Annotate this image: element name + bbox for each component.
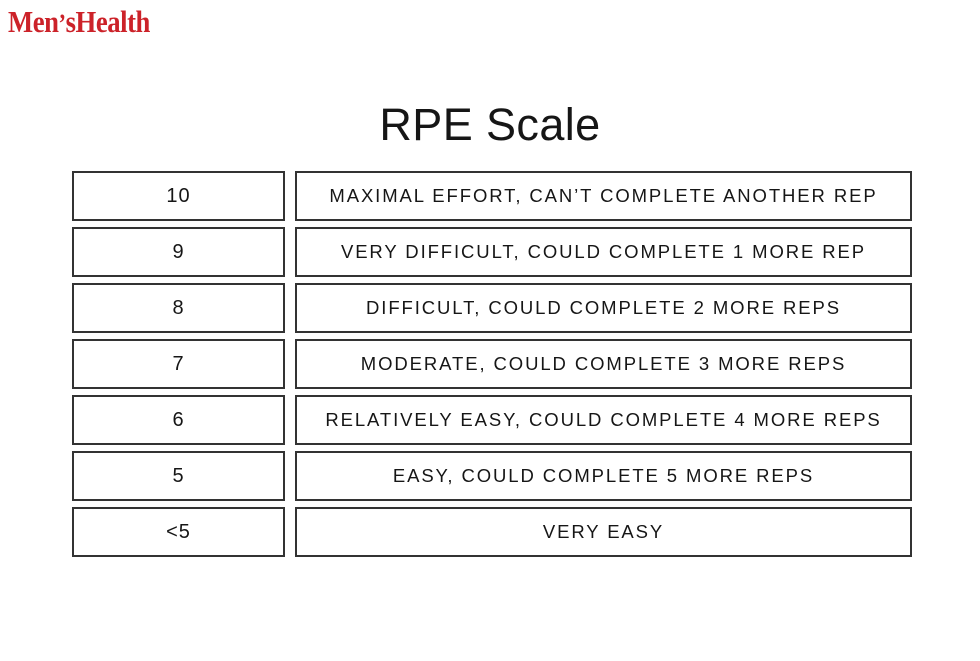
rpe-level-cell: 9 — [72, 227, 285, 277]
table-row: 7 MODERATE, COULD COMPLETE 3 MORE REPS — [72, 339, 912, 389]
column-gap — [285, 507, 295, 557]
rpe-level-cell: 5 — [72, 451, 285, 501]
table-row: 10 MAXIMAL EFFORT, CAN’T COMPLETE ANOTHE… — [72, 171, 912, 221]
rpe-level-cell: 10 — [72, 171, 285, 221]
rpe-scale-table: 10 MAXIMAL EFFORT, CAN’T COMPLETE ANOTHE… — [72, 171, 912, 557]
rpe-level-cell: 6 — [72, 395, 285, 445]
mens-health-logo: Men’sHealth — [8, 6, 150, 37]
brand-apostrophe: ’ — [58, 9, 66, 38]
rpe-level-cell: 8 — [72, 283, 285, 333]
table-row: 6 RELATIVELY EASY, COULD COMPLETE 4 MORE… — [72, 395, 912, 445]
column-gap — [285, 227, 295, 277]
rpe-description-cell: MAXIMAL EFFORT, CAN’T COMPLETE ANOTHER R… — [295, 171, 912, 221]
column-gap — [285, 283, 295, 333]
brand-name-part1: Men — [8, 4, 59, 39]
brand-name-part2: sHealth — [65, 4, 151, 39]
rpe-level-cell: 7 — [72, 339, 285, 389]
column-gap — [285, 395, 295, 445]
table-row: 8 DIFFICULT, COULD COMPLETE 2 MORE REPS — [72, 283, 912, 333]
rpe-description-cell: EASY, COULD COMPLETE 5 MORE REPS — [295, 451, 912, 501]
rpe-description-cell: DIFFICULT, COULD COMPLETE 2 MORE REPS — [295, 283, 912, 333]
table-row: 9 VERY DIFFICULT, COULD COMPLETE 1 MORE … — [72, 227, 912, 277]
column-gap — [285, 339, 295, 389]
table-row: <5 VERY EASY — [72, 507, 912, 557]
column-gap — [285, 451, 295, 501]
table-row: 5 EASY, COULD COMPLETE 5 MORE REPS — [72, 451, 912, 501]
rpe-description-cell: VERY EASY — [295, 507, 912, 557]
column-gap — [285, 171, 295, 221]
rpe-description-cell: RELATIVELY EASY, COULD COMPLETE 4 MORE R… — [295, 395, 912, 445]
rpe-level-cell: <5 — [72, 507, 285, 557]
rpe-description-cell: MODERATE, COULD COMPLETE 3 MORE REPS — [295, 339, 912, 389]
page-title: RPE Scale — [379, 99, 601, 151]
rpe-description-cell: VERY DIFFICULT, COULD COMPLETE 1 MORE RE… — [295, 227, 912, 277]
